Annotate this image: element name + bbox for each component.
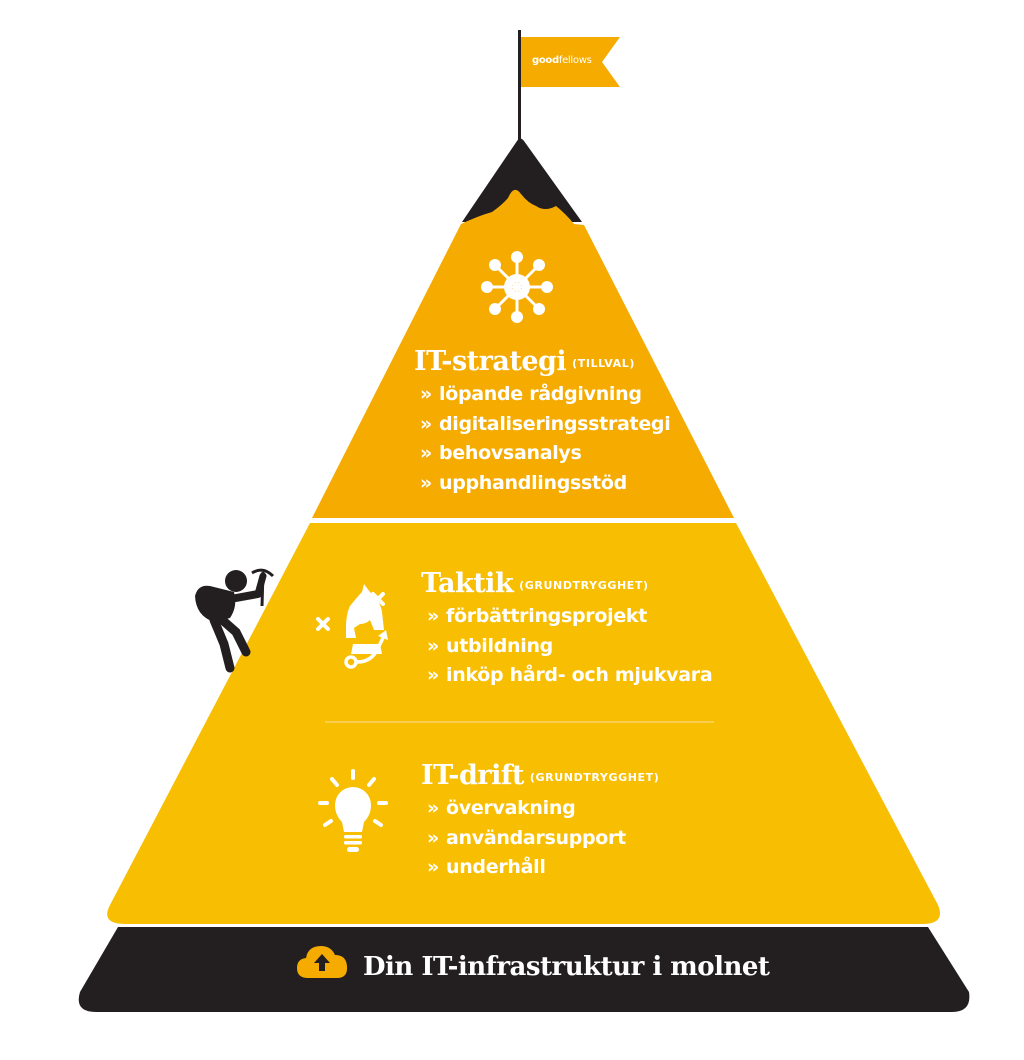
lightbulb-icon — [318, 769, 388, 852]
chess-knight-strategy-icon — [316, 584, 388, 669]
tier-tactics-title: Taktik — [421, 568, 514, 599]
list-item: »övervakning — [427, 797, 576, 819]
base-platform — [78, 927, 970, 1012]
tier-operations: IT-drift (GRUNDTRYGGHET) »övervakning »an… — [421, 760, 659, 883]
tier-tactics-list: »förbättringsprojekt »utbildning »inköp … — [427, 602, 713, 691]
tier-strategy: IT-strategi (TILLVAL) »löpande rådgivning… — [414, 346, 671, 498]
list-item: »upphandlingsstöd — [420, 471, 627, 494]
list-item: »behovsanalys — [420, 442, 582, 464]
base-label: Din IT-infrastruktur i molnet — [363, 952, 770, 982]
cloud-upload-icon — [297, 946, 348, 978]
list-item: »utbildning — [427, 634, 553, 657]
tier-tactics-tag: (GRUNDTRYGGHET) — [519, 579, 649, 592]
strategy-tier-shape — [312, 189, 734, 519]
list-item: »användarsupport — [427, 826, 626, 849]
tier-operations-title: IT-drift — [421, 760, 524, 791]
tier-strategy-heading: IT-strategi (TILLVAL) — [414, 346, 670, 380]
tier-strategy-tag: (TILLVAL) — [572, 357, 635, 370]
tier-strategy-title: IT-strategi — [414, 346, 567, 377]
list-item: »löpande rådgivning — [420, 383, 642, 405]
tier-strategy-list: »löpande rådgivning »digitaliseringsstra… — [420, 380, 671, 498]
list-item: »förbättringsprojekt — [427, 605, 648, 627]
tier-operations-list: »övervakning »användarsupport »underhåll — [427, 794, 659, 883]
list-item: »inköp hård- och mjukvara — [427, 664, 713, 686]
flag-brand: goodfellows — [532, 55, 592, 66]
summit-shape — [462, 138, 582, 222]
lower-tiers-shape — [107, 523, 941, 924]
tier-tactics-heading: Taktik (GRUNDTRYGGHET) — [421, 568, 712, 602]
list-item: »underhåll — [427, 856, 546, 878]
tier-operations-heading: IT-drift (GRUNDTRYGGHET) — [421, 760, 659, 794]
climber-figure — [195, 568, 275, 673]
tier-operations-tag: (GRUNDTRYGGHET) — [529, 771, 660, 784]
flag-banner — [521, 37, 620, 87]
tier-tactics: Taktik (GRUNDTRYGGHET) »förbättringsproje… — [421, 568, 713, 691]
network-hub-icon — [481, 251, 553, 323]
list-item: »digitaliseringsstrategi — [420, 412, 671, 435]
